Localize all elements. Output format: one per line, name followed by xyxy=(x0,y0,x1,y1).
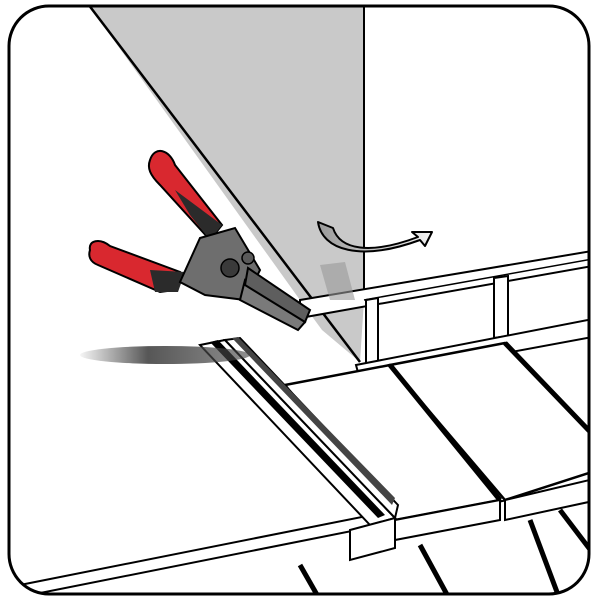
tool-shadow xyxy=(80,346,250,364)
